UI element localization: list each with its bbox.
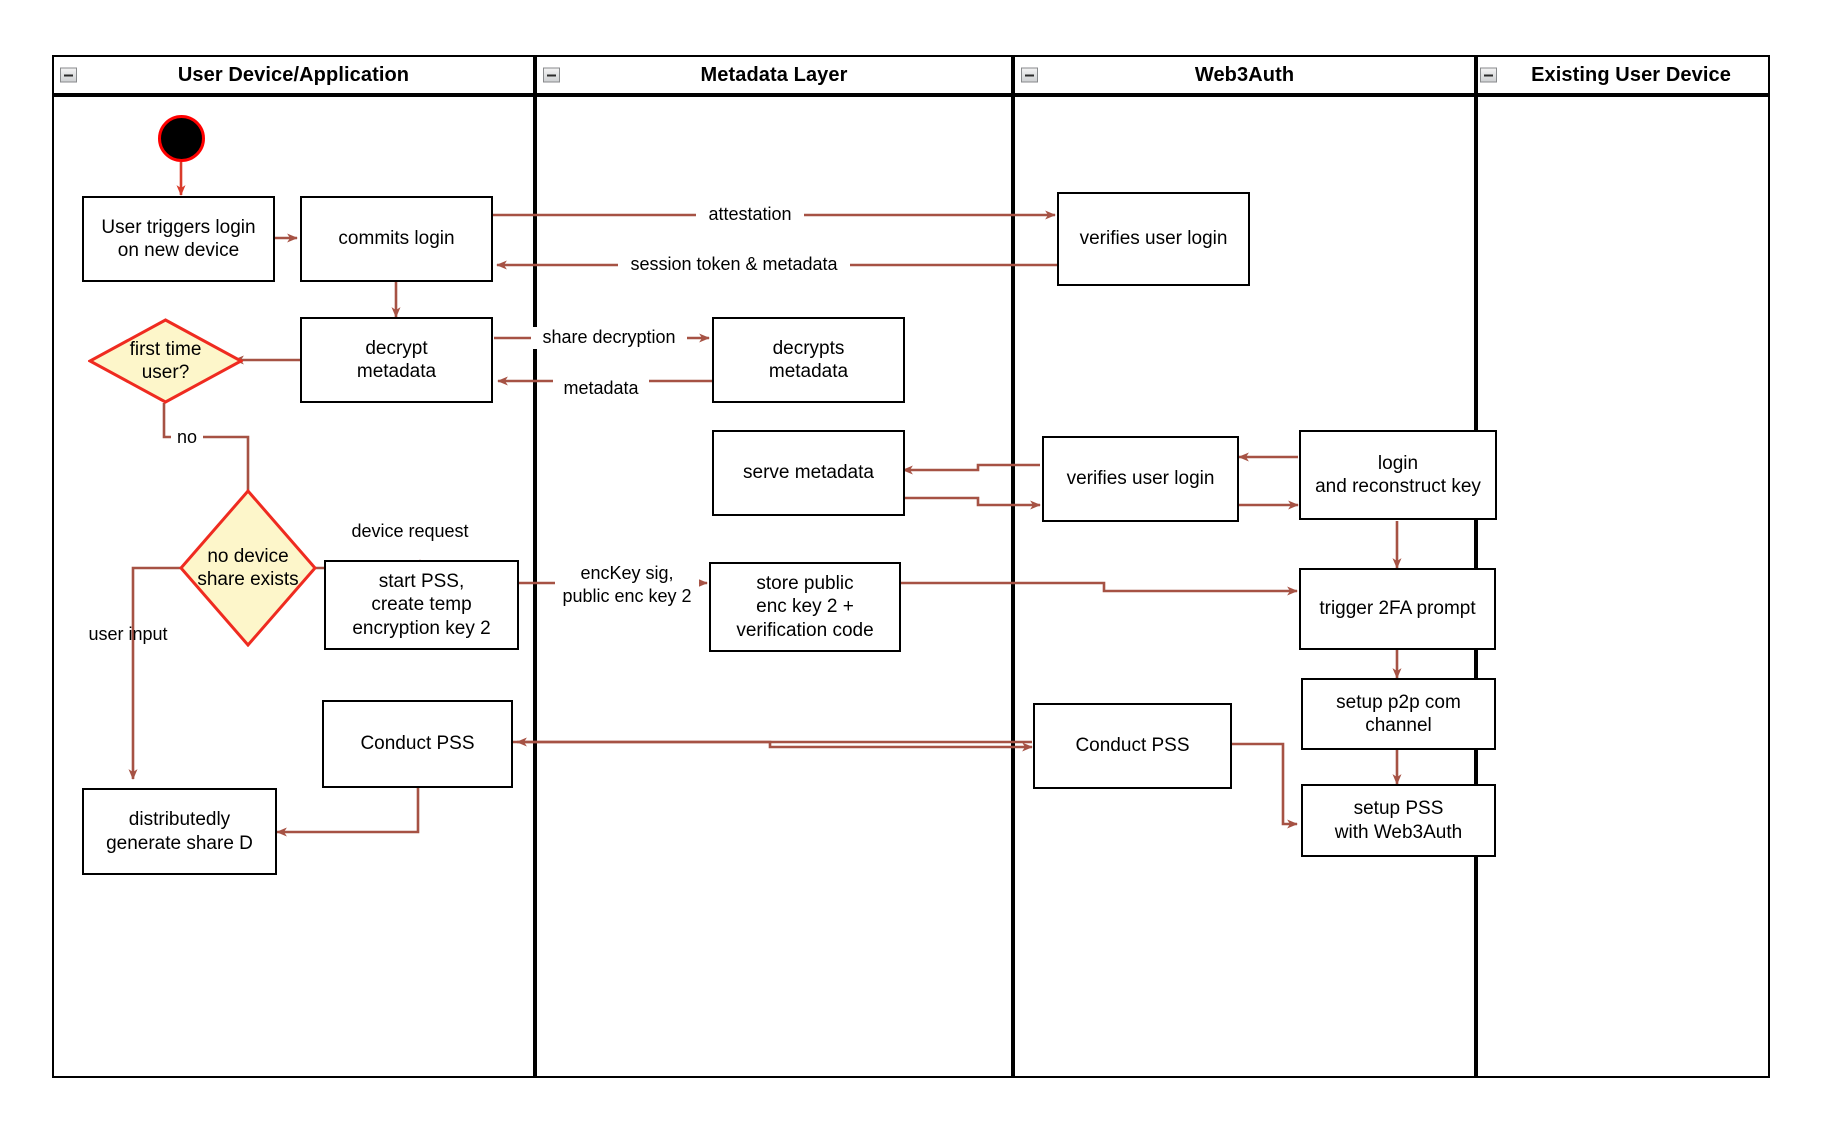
node-setup-pss-with-web3auth[interactable]: setup PSS with Web3Auth [1301,784,1496,857]
node-verifies-user-login-1[interactable]: verifies user login [1057,192,1250,286]
lane-title-existing-device: Existing User Device [1531,63,1731,86]
edge-label-enckey-sig: encKey sig, public enc key 2 [555,562,699,607]
edge-label-attestation: attestation [696,204,804,226]
edge-label-share-decryption: share decryption [531,327,687,349]
node-distributedly-generate-share-d[interactable]: distributedly generate share D [82,788,277,875]
minus-collapse-icon[interactable] [60,67,77,83]
minus-collapse-icon[interactable] [543,67,560,83]
node-start-pss-create-temp-key[interactable]: start PSS, create temp encryption key 2 [324,560,519,650]
node-first-time-user[interactable]: first time user? [88,318,243,404]
lane-body-user-device [52,95,535,1078]
node-serve-metadata[interactable]: serve metadata [712,430,905,516]
lane-header-web3auth[interactable]: Web3Auth [1013,55,1476,95]
node-no-device-share-exists[interactable]: no device share exists [179,489,317,647]
lane-title-metadata: Metadata Layer [700,63,848,86]
edge-label-session-token-metadata: session token & metadata [618,254,850,276]
lane-title-web3auth: Web3Auth [1194,63,1295,86]
node-user-triggers-login[interactable]: User triggers login on new device [82,196,275,282]
edge-label-device-request: device request [341,521,479,543]
node-setup-p2p-com-channel[interactable]: setup p2p com channel [1301,678,1496,750]
start-node [158,115,205,162]
edge-label-metadata: metadata [553,378,649,400]
node-store-public-enc-key[interactable]: store public enc key 2 + verification co… [709,562,901,652]
node-verifies-user-login-2[interactable]: verifies user login [1042,436,1239,522]
lane-header-user-device[interactable]: User Device/Application [52,55,535,95]
lane-body-existing-device [1476,95,1770,1078]
node-conduct-pss-user[interactable]: Conduct PSS [322,700,513,788]
node-decrypts-metadata[interactable]: decrypts metadata [712,317,905,403]
node-conduct-pss-web3auth[interactable]: Conduct PSS [1033,703,1232,789]
lane-header-existing-device[interactable]: Existing User Device [1476,55,1770,95]
node-trigger-2fa-prompt[interactable]: trigger 2FA prompt [1299,568,1496,650]
lane-header-metadata[interactable]: Metadata Layer [535,55,1013,95]
node-decrypt-metadata[interactable]: decrypt metadata [300,317,493,403]
node-login-and-reconstruct-key[interactable]: login and reconstruct key [1299,430,1497,520]
minus-collapse-icon[interactable] [1480,67,1497,83]
edge-label-user-input: user input [88,624,168,644]
minus-collapse-icon[interactable] [1021,67,1038,83]
node-commits-login[interactable]: commits login [300,196,493,282]
edge-label-no: no [171,427,203,449]
lane-title-user-device: User Device/Application [177,63,410,86]
